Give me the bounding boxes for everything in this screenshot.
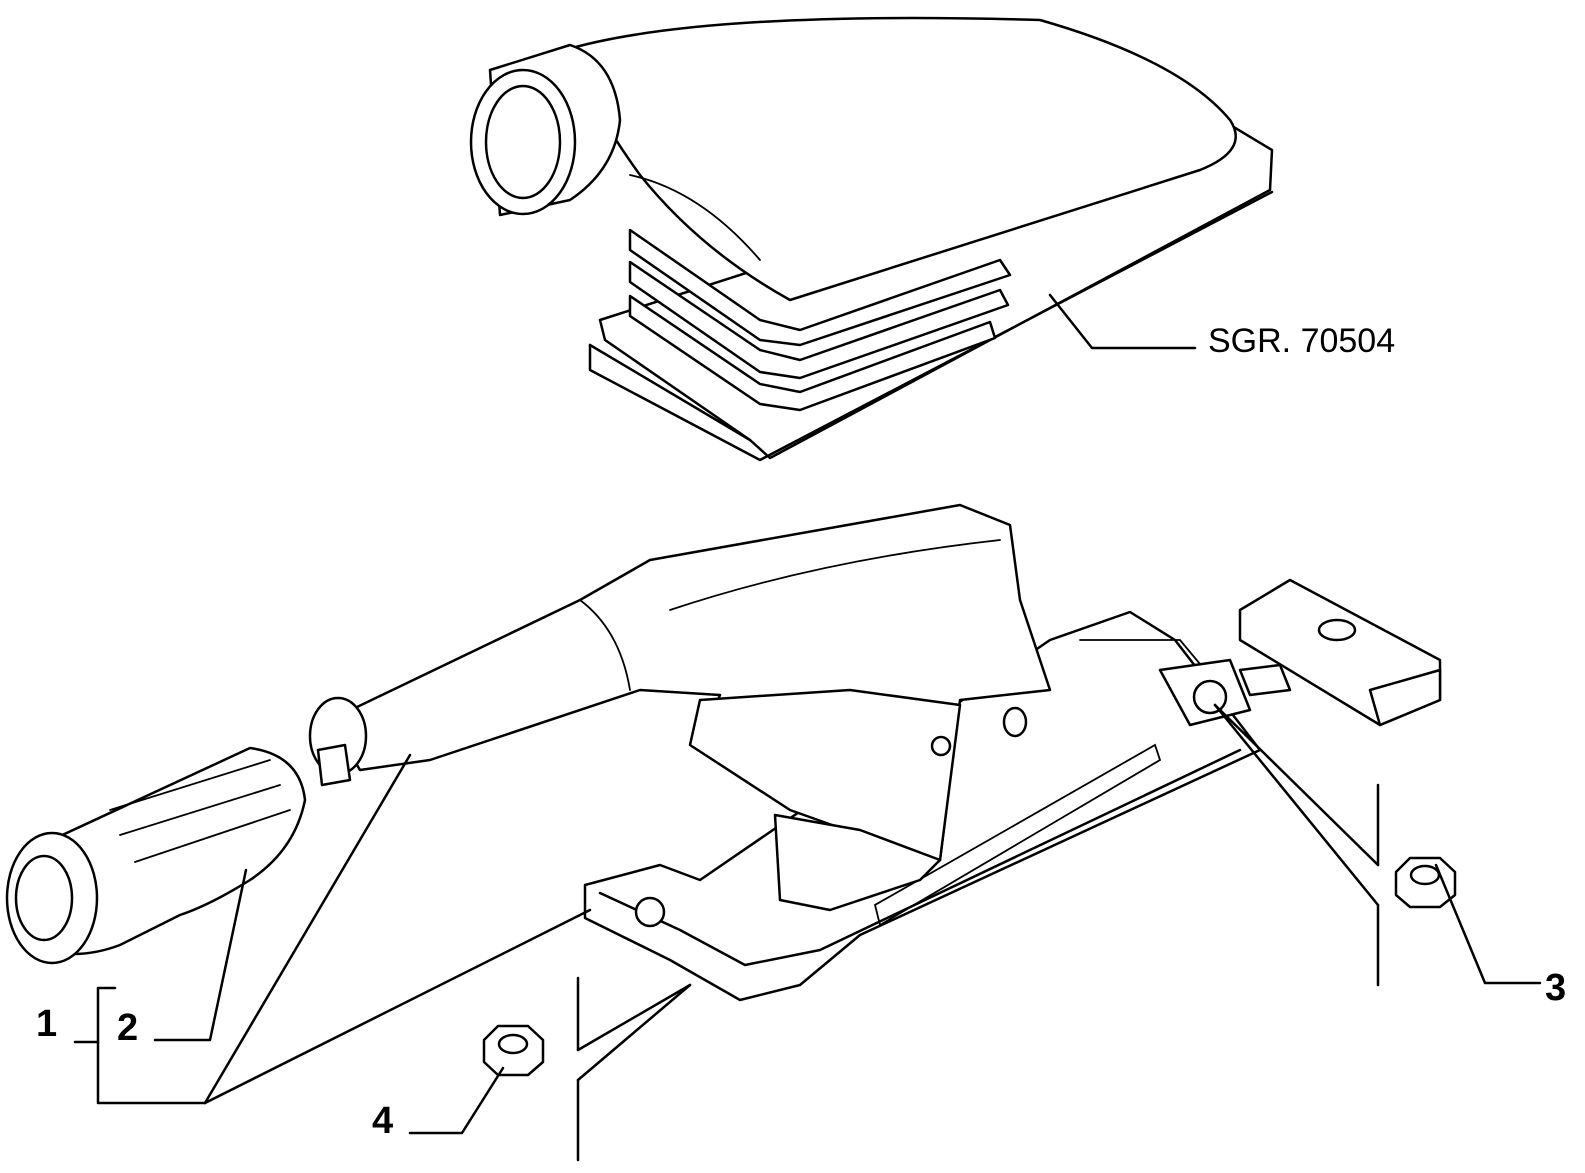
callout-1: 1 (36, 1003, 57, 1045)
cable-bracket (1238, 578, 1442, 727)
leader-lines (73, 703, 1542, 1162)
grip (5, 746, 307, 965)
callout-2: 2 (117, 1007, 138, 1049)
reference-label: SGR. 70504 (1208, 322, 1395, 360)
nut-3 (1394, 856, 1457, 909)
boot-cover (469, 16, 1274, 462)
callout-3: 3 (1545, 967, 1566, 1009)
lever (308, 503, 1052, 912)
nut-4 (482, 1024, 545, 1077)
callout-4: 4 (372, 1100, 393, 1142)
